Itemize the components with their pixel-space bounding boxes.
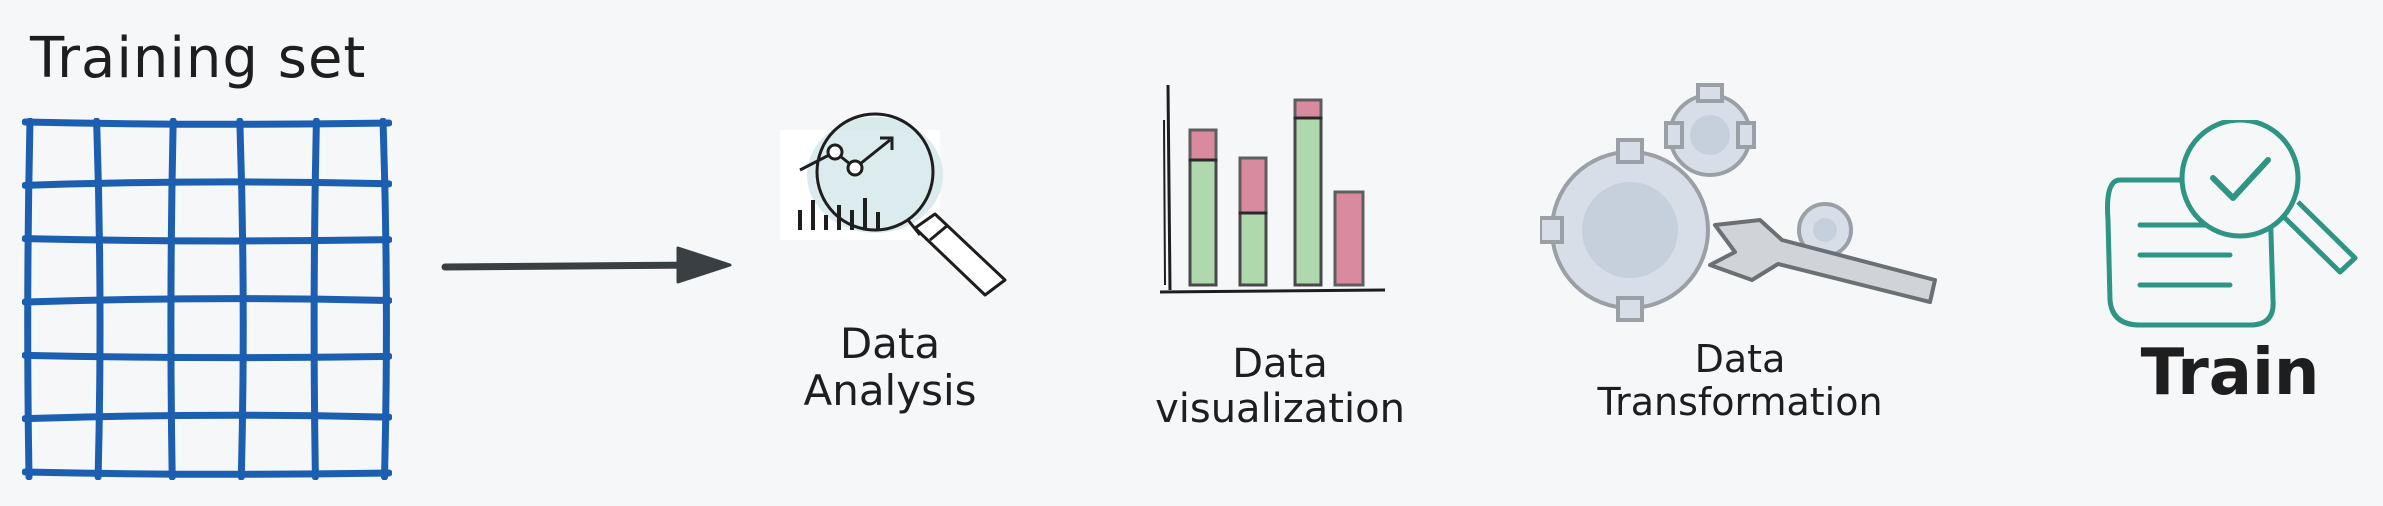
grid-column-line [93, 118, 104, 480]
data-analysis-label: Data Analysis [760, 320, 1020, 414]
training-set-grid [22, 118, 392, 480]
training-set-title: Training set [30, 26, 367, 91]
grid-row-line [22, 351, 392, 362]
grid-row-line [22, 295, 392, 306]
grid-row-line [22, 411, 392, 423]
train-label: Train [2110, 336, 2350, 410]
gears-wrench-icon [1540, 83, 1937, 322]
data-transformation-label-line-1: Data [1694, 337, 1786, 381]
grid-column-line [379, 118, 390, 480]
grid-row-line [22, 178, 392, 189]
data-analysis-label-line-1: Data [839, 319, 941, 368]
data-visualization-label-line-2: visualization [1155, 385, 1405, 432]
grid-row-line [22, 118, 392, 128]
bar-chart-icon [1159, 84, 1386, 294]
magnifier-chart-icon [780, 112, 1007, 297]
grid-row-line [22, 235, 392, 245]
checklist-magnifier-icon [2105, 120, 2358, 328]
data-visualization-label-line-1: Data [1232, 341, 1328, 387]
train-label-text: Train [2140, 336, 2320, 410]
data-visualization-label: Data visualization [1120, 342, 1440, 432]
grid-column-line [167, 118, 177, 480]
grid-row-line [22, 468, 392, 478]
grid-column-line [24, 118, 34, 480]
data-transformation-label: Data Transformation [1560, 338, 1920, 423]
grid-column-line [310, 118, 320, 480]
flow-arrow [441, 246, 732, 284]
grid-column-line [236, 118, 247, 480]
data-analysis-label-line-2: Analysis [803, 366, 977, 416]
data-transformation-label-line-2: Transformation [1597, 379, 1883, 424]
